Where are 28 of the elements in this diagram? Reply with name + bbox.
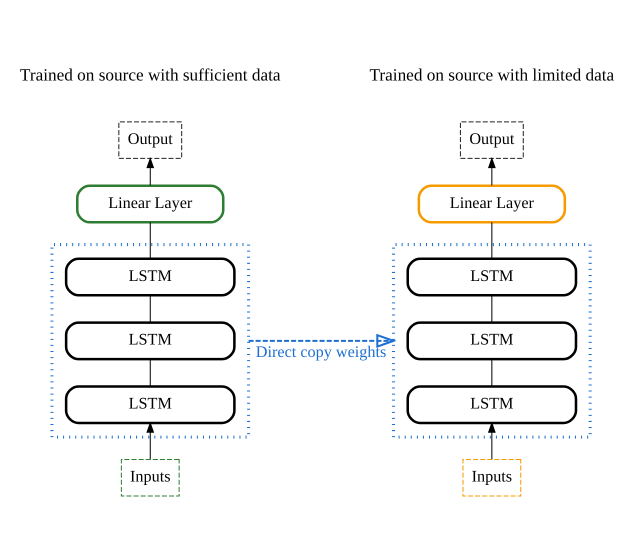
connector <box>491 222 492 258</box>
arrow <box>248 333 397 348</box>
label: Trained on source with sufficient data <box>20 64 281 84</box>
node-box: Inputs <box>120 458 180 496</box>
arrow <box>488 421 496 459</box>
connector <box>150 222 151 258</box>
cluster <box>50 242 250 438</box>
arrow <box>146 421 154 459</box>
connector <box>491 358 492 386</box>
arrow <box>488 156 496 185</box>
node-box: LSTM <box>64 256 236 296</box>
edge-label: Direct copy weights <box>256 342 386 360</box>
node-box: Inputs <box>462 458 522 496</box>
node-box: Output <box>460 120 524 158</box>
connector <box>150 358 151 386</box>
connector <box>150 294 151 322</box>
arrow <box>146 156 154 185</box>
cluster <box>392 242 592 438</box>
node-box: LSTM <box>406 320 578 360</box>
node-box: LSTM <box>406 384 578 424</box>
node-box: Linear Layer <box>418 184 566 224</box>
node-box: Linear Layer <box>76 184 224 224</box>
node-box: LSTM <box>406 256 578 296</box>
connector <box>491 294 492 322</box>
node-box: Output <box>118 120 182 158</box>
node-box: LSTM <box>64 384 236 424</box>
label: Trained on source with limited data <box>370 64 614 84</box>
node-box: LSTM <box>64 320 236 360</box>
